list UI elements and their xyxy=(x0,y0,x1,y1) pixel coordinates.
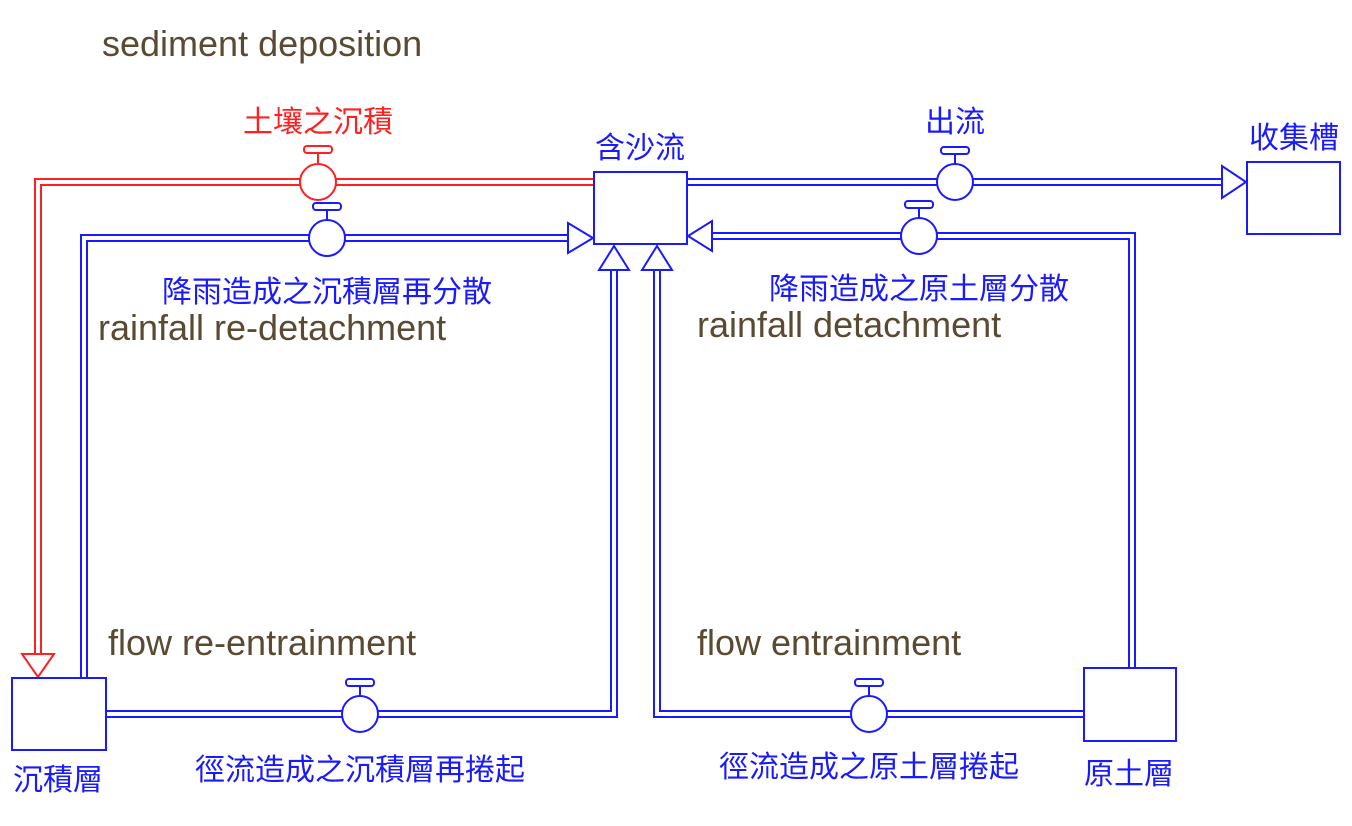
label-rain-redispersion: 降雨造成之沉積層再分散 xyxy=(162,275,492,310)
outflow-arrow xyxy=(1221,164,1248,200)
stock-collection-tank[interactable] xyxy=(1246,161,1341,235)
label-runoff-reentrain: 徑流造成之沉積層再捲起 xyxy=(195,753,525,788)
annotation-flow-re-entrainment: flow re-entrainment xyxy=(108,622,416,663)
annotation-rainfall-detachment: rainfall detachment xyxy=(697,304,1001,345)
diagram-title: sediment deposition xyxy=(102,23,422,64)
label-soil-deposition: 土壤之沉積 xyxy=(243,105,393,140)
valve-soil-deposition[interactable] xyxy=(299,145,337,201)
valve-rain-redispersion[interactable] xyxy=(308,202,346,257)
label-original-soil-layer: 原土層 xyxy=(1084,757,1174,792)
valve-runoff-reentrain[interactable] xyxy=(341,678,379,733)
deposition-arrow xyxy=(20,653,56,679)
label-runoff-entrain: 徑流造成之原土層捲起 xyxy=(719,750,1019,785)
stock-deposited-layer[interactable] xyxy=(11,677,107,751)
label-rain-dispersion: 降雨造成之原土層分散 xyxy=(769,272,1069,307)
stock-sediment-flow[interactable] xyxy=(593,171,688,245)
annotation-flow-entrainment: flow entrainment xyxy=(697,622,961,663)
arrowheads xyxy=(20,164,1248,679)
label-sediment-flow: 含沙流 xyxy=(595,131,685,166)
label-collection-tank: 收集槽 xyxy=(1249,121,1339,156)
valve-runoff-entrain[interactable] xyxy=(850,678,888,733)
stock-original-soil-layer[interactable] xyxy=(1083,667,1177,742)
rain-dispersion-arrow xyxy=(686,219,713,253)
label-outflow: 出流 xyxy=(925,105,985,140)
rain-redispersion-arrow xyxy=(567,221,595,255)
pipes xyxy=(34,178,1222,718)
valve-rain-dispersion[interactable] xyxy=(900,200,938,255)
label-deposited-layer: 沉積層 xyxy=(13,763,103,798)
runoff-entrain-arrow xyxy=(640,244,674,271)
annotation-rainfall-re-detachment: rainfall re-detachment xyxy=(98,307,446,348)
runoff-reentrain-arrow xyxy=(597,244,631,271)
valve-outflow[interactable] xyxy=(936,146,974,201)
